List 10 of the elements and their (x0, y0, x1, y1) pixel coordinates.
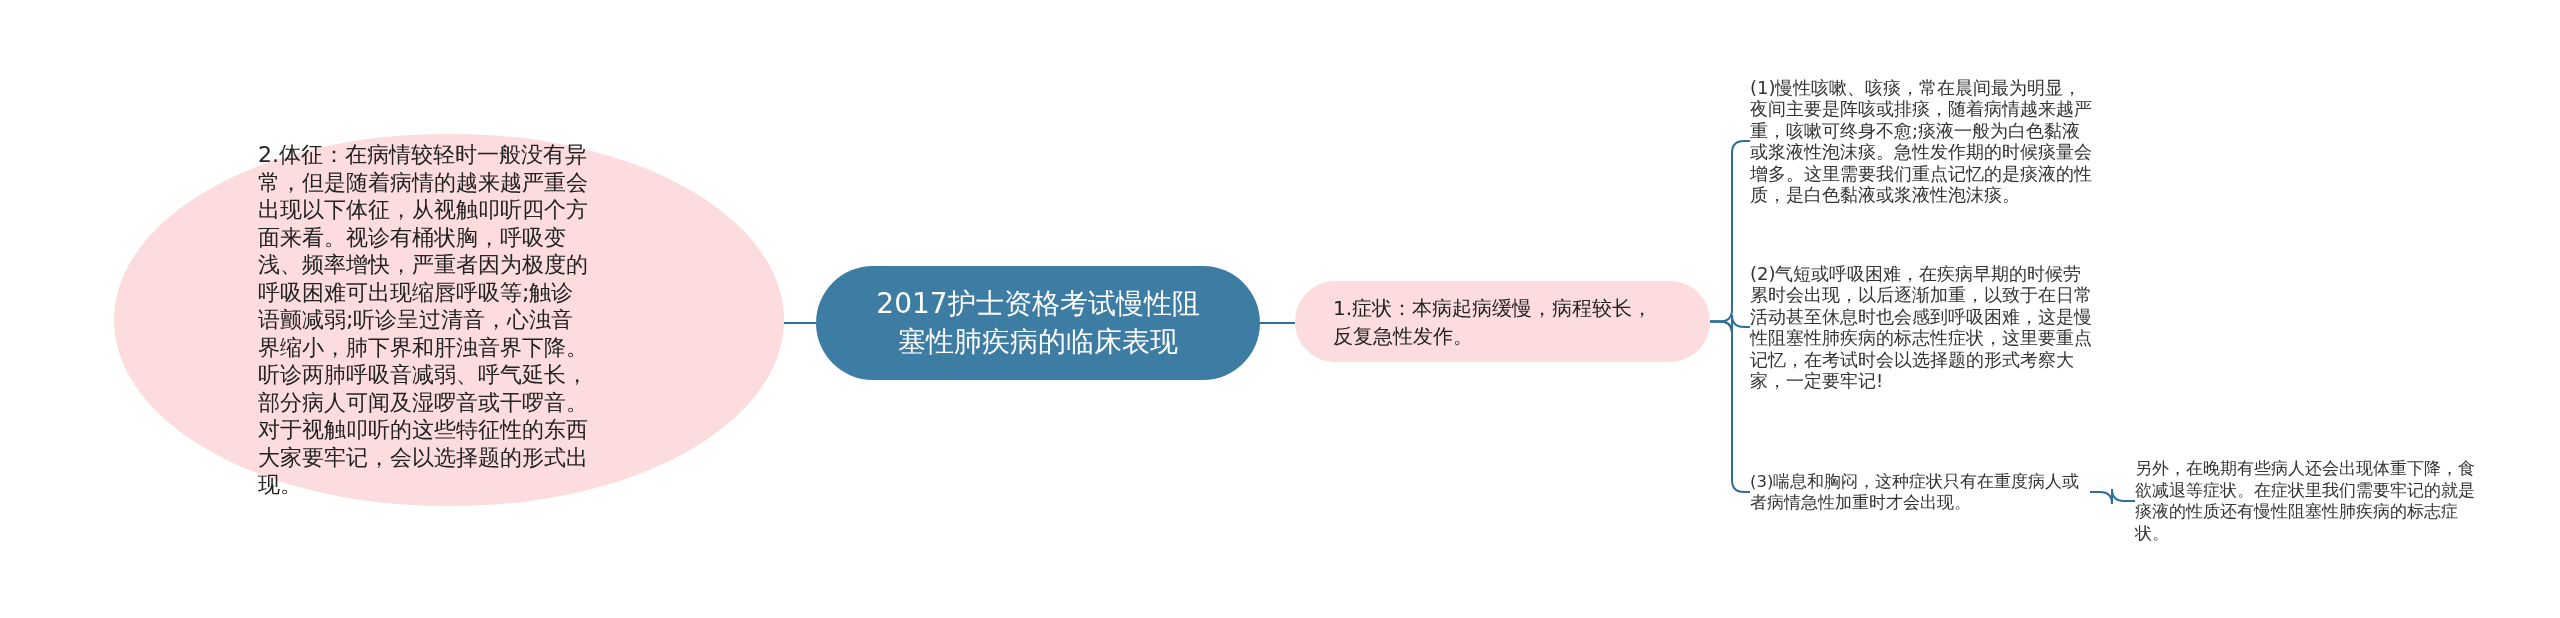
connector-line (2089, 488, 2136, 505)
connector-line (1259, 322, 1296, 324)
topic-pill: 2017护士资格考试慢性阻塞性肺疾病的临床表现 (816, 266, 1260, 380)
note-text: (1)慢性咳嗽、咳痰，常在晨间最为明显，夜间主要是阵咳或排痰，随着病情越来越严重，咳嗽可终身不愈;痰液一般为白色黏液或浆液性泡沫痰。急性发作期的时候痰量会增多。这里需要我们重点记忆的是痰液的性质，是白色黏液或浆液性泡沫痰。 (1750, 66, 2095, 216)
subtopic-pill: 1.症状：本病起病缓慢，病程较长，反复急性发作。 (1295, 281, 1710, 362)
note-text: (3)喘息和胸闷，这种症状只有在重度病人或者病情急性加重时才会出现。 (1750, 466, 2090, 518)
note-text: (2)气短或呼吸困难，在疾病早期的时候劳累时会出现，以后逐渐加重，以致于在日常活动甚至休息时也会感到呼吸困难，这是慢性阻塞性肺疾病的标志性症状，这里要重点记忆，在考试时会以选择题的形式考察大家，一定要牢记! (1750, 252, 2095, 402)
note-text: 另外，在晚期有些病人还会出现体重下降，食欲减退等症状。在症状里我们需要牢记的就是痰液的性质还有慢性阻塞性肺疾病的标志症状。 (2135, 445, 2475, 557)
subtopic-pill: 2.体征：在病情较轻时一般没有异常，但是随着病情的越来越严重会出现以下体征，从视触叩听四个方面来看。视诊有桶状胸，呼吸变浅、频率增快，严重者因为极度的呼吸困难可出现缩唇呼吸等;触诊语颤减弱;听诊呈过清音，心浊音界缩小，肺下界和肝浊音界下降。听诊两肺呼吸音减弱、呼气延长，部分病人可闻及湿啰音或干啰音。对于视触叩听的这些特征性的东西大家要牢记，会以选择题的形式出现。 (114, 134, 784, 506)
connector-line (783, 322, 817, 324)
